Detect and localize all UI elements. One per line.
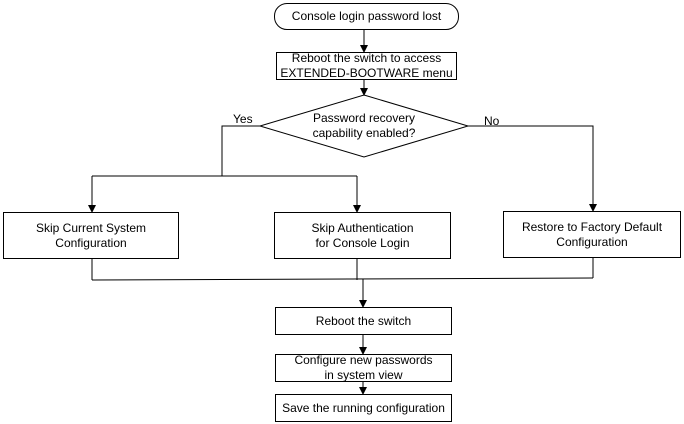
skip-auth-label: Skip Authentication for Console Login xyxy=(311,220,414,250)
restore-default-node: Restore to Factory Default Configuration xyxy=(503,211,681,258)
decision-diamond xyxy=(258,94,470,158)
edge-decision-no xyxy=(468,125,597,212)
reboot-switch-label: Reboot the switch xyxy=(315,313,412,328)
save-config-node: Save the running configuration xyxy=(275,394,452,422)
save-config-label: Save the running configuration xyxy=(282,400,445,415)
configure-passwords-label: Configure new passwords in system view xyxy=(294,353,433,382)
yes-label: Yes xyxy=(233,112,253,126)
start-node-label: Console login password lost xyxy=(291,9,442,23)
restore-default-label: Restore to Factory Default Configuration xyxy=(521,219,663,249)
decision-label: Password recovery capability enabled? xyxy=(312,111,416,140)
merge-line xyxy=(91,277,594,281)
skip-config-node: Skip Current System Configuration xyxy=(3,212,179,259)
no-label: No xyxy=(484,114,500,128)
configure-passwords-node: Configure new passwords in system view xyxy=(275,353,452,382)
reboot-access-label: Reboot the switch to access EXTENDED-BOO… xyxy=(280,51,453,80)
reboot-access-node: Reboot the switch to access EXTENDED-BOO… xyxy=(276,51,457,80)
skip-config-label: Skip Current System Configuration xyxy=(35,220,147,250)
edge-decision-yes xyxy=(221,125,260,176)
skip-auth-node: Skip Authentication for Console Login xyxy=(274,212,451,259)
reboot-switch-node: Reboot the switch xyxy=(275,307,452,335)
start-node: Console login password lost xyxy=(274,3,459,30)
